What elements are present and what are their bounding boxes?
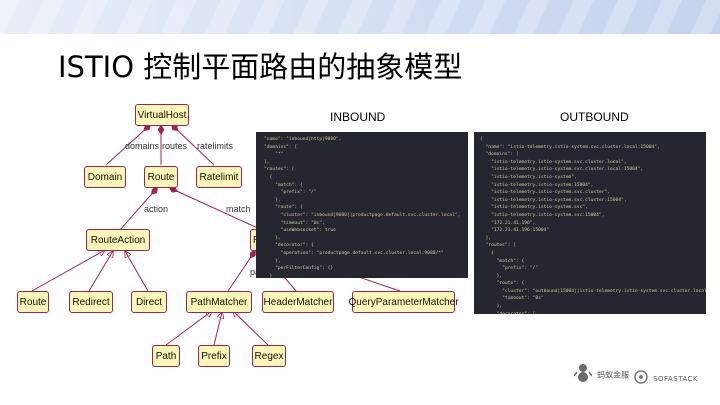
outbound-label: OUTBOUND <box>560 110 629 124</box>
edge-action <box>119 188 157 231</box>
inbound-code-line: "routes": [ <box>264 167 295 173</box>
node-domain: Domain <box>84 166 126 188</box>
antfin-logo: 蚂蚁金服 <box>573 362 630 384</box>
outbound-code-line: "istio-telemetry.istio-system:15004", <box>480 182 594 188</box>
inbound-code-line: "domains": [ <box>264 144 298 150</box>
outbound-code-line: "istio-telemetry.istio-system.svc.cluste… <box>480 159 627 165</box>
node-queryparametermatcher: QueryParameterMatcher <box>348 291 459 313</box>
outbound-code-line: ], <box>480 235 492 241</box>
inbound-code-line: }, <box>264 235 281 241</box>
outbound-code-line: { <box>480 250 494 256</box>
inbound-code-line: "perFilterConfig": {} <box>264 266 334 272</box>
edge-redirect-sub <box>88 251 113 292</box>
outbound-code-line: "cluster": "outbound|15004||istio-teleme… <box>480 288 706 294</box>
edge-ratelimits <box>172 125 215 166</box>
inbound-config-code: "name": "inbound|http|9080", "domains": [… <box>256 132 468 278</box>
inbound-code-line: "timeout": "0s", <box>264 220 325 226</box>
inbound-code-line: "match": { <box>264 182 303 188</box>
node-routeaction: RouteAction <box>86 229 150 251</box>
edge-match <box>170 188 263 231</box>
node-direct: Direct <box>131 291 167 313</box>
outbound-code-line: "name": "istio-telemetry.istio-system.sv… <box>480 144 660 150</box>
outbound-code-line: "istio-telemetry.istio-system", <box>480 174 577 180</box>
inbound-code-line: }, <box>264 258 281 264</box>
node-prefix: Prefix <box>198 345 230 367</box>
edge-regex-sub <box>233 311 269 346</box>
sofastack-logo-text: SOFASTACK <box>653 375 699 383</box>
inbound-code-line: ], <box>264 159 270 165</box>
inbound-code-line: "operation": "productpage.default.svc.cl… <box>264 250 444 256</box>
ant-icon <box>573 364 593 382</box>
inbound-code-line: { <box>264 174 273 180</box>
outbound-code-line: "172.21.41.196:15004" <box>480 228 550 234</box>
node-pathmatcher: PathMatcher <box>186 291 252 313</box>
sofastack-logo: SOFASTACK <box>634 366 698 385</box>
outbound-code-line: "istio-telemetry.istio-system.svc.cluste… <box>480 197 627 203</box>
edge-pathmatcher <box>227 251 255 292</box>
label-match: match <box>226 204 251 214</box>
inbound-code-line: "*" <box>264 152 284 158</box>
outbound-code-line: "istio-telemetry.istio-system.svc.cluste… <box>480 167 644 173</box>
edge-route-sub <box>31 250 105 292</box>
label-action: action <box>144 204 169 214</box>
node-headermatcher: HeaderMatcher <box>262 291 334 313</box>
outbound-code-line: "timeout": "0s" <box>480 296 544 302</box>
node-regex: Regex <box>252 345 286 367</box>
antfin-logo-text: 蚂蚁金服 <box>597 370 630 380</box>
outbound-code-line: "route": { <box>480 281 525 287</box>
node-redirect: Redirect <box>69 291 113 313</box>
node-route: Route <box>144 166 178 188</box>
inbound-code-line: "prefix": "/" <box>264 190 317 196</box>
diagram-edges <box>31 95 401 346</box>
inbound-code-line: "name": "inbound|http|9080", <box>264 137 342 142</box>
node-virtualhost: VirtualHost <box>135 104 189 126</box>
outbound-code-line: "istio-telemetry.istio-system.svc:15004"… <box>480 212 605 218</box>
outbound-code-line: "172.21.41.196", <box>480 220 536 226</box>
edge-direct-sub <box>125 251 149 292</box>
outbound-code-line: "decorator": { <box>480 311 702 314</box>
inbound-code-line: "decorator": { <box>264 243 314 249</box>
inbound-code-line: } <box>264 273 273 278</box>
inbound-code-line: "useWebsocket": true <box>264 228 336 234</box>
label-ratelimits: ratelimits <box>197 141 234 151</box>
label-domains: domains <box>125 141 160 151</box>
inbound-label: INBOUND <box>330 110 386 124</box>
label-routes: routes <box>162 141 188 151</box>
edge-domains <box>105 125 150 166</box>
outbound-code-line: "istio-telemetry.istio-system.svc.cluste… <box>480 190 610 196</box>
inbound-code-line: "route": { <box>264 205 303 211</box>
sofastack-icon <box>634 369 648 384</box>
node-path: Path <box>152 345 180 367</box>
page-title: ISTIO 控制平面路由的抽象模型 <box>58 50 463 84</box>
edge-path-sub <box>165 311 212 346</box>
outbound-code-line: "istio-telemetry.istio-system.svc", <box>480 205 588 211</box>
label-pa: pa <box>250 267 261 277</box>
inbound-code-line: }, <box>264 197 281 203</box>
edge-prefix-sub <box>213 312 222 346</box>
outbound-code-line: "match": { <box>480 258 525 264</box>
node-ratelimit: Ratelimit <box>196 166 242 188</box>
header-bar <box>0 0 720 34</box>
outbound-code-line: "prefix": "/" <box>480 266 539 272</box>
inbound-code-line: "cluster": "inbound|9080||productpage.de… <box>264 212 461 218</box>
outbound-code-line: "domains": [ <box>480 152 519 158</box>
routing-model-diagram: VirtualHost domains routes ratelimits Do… <box>0 95 470 385</box>
outbound-config-code: { "name": "istio-telemetry.istio-system.… <box>474 132 706 314</box>
outbound-code-line: { <box>480 137 483 142</box>
outbound-code-line: "routes": [ <box>480 243 516 249</box>
outbound-code-line: }, <box>480 273 503 279</box>
node-route-action-route: Route <box>17 291 49 313</box>
outbound-code-line: }, <box>480 304 503 310</box>
